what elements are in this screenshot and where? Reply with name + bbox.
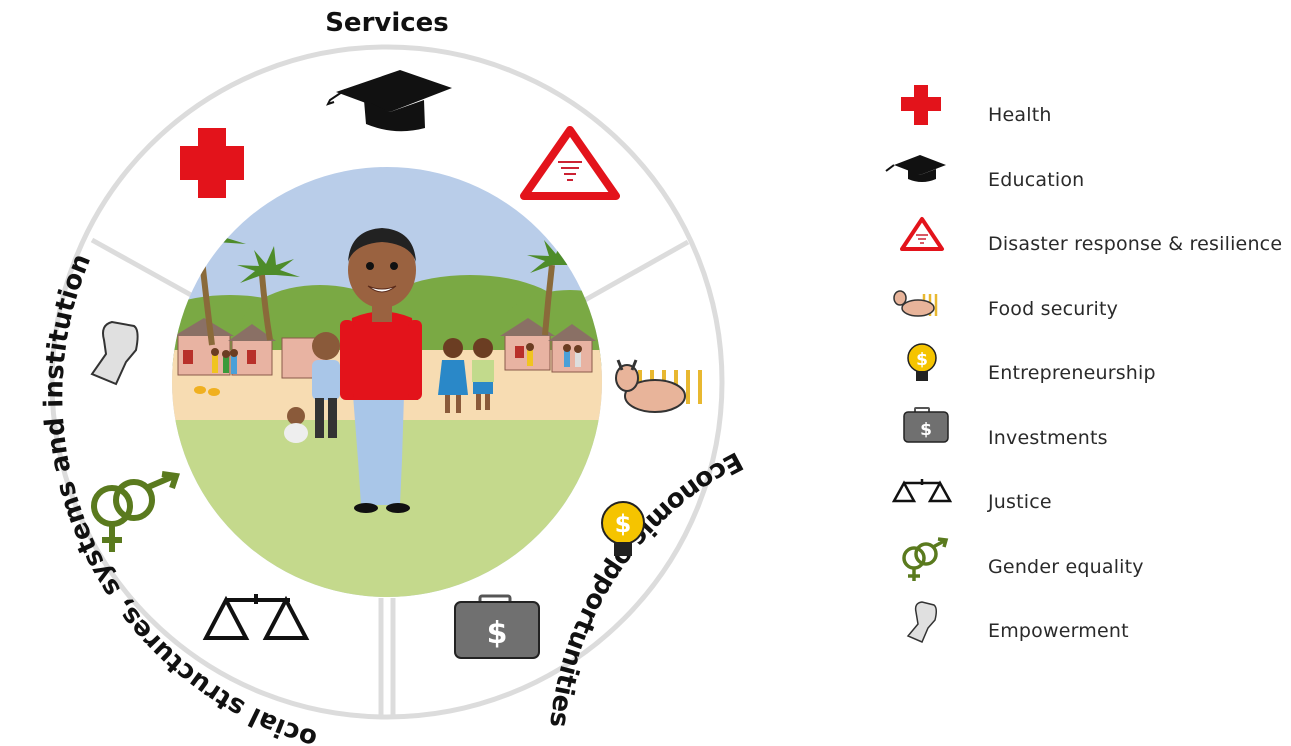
legend-item-investments: $ Investments — [880, 405, 1285, 470]
gender-symbols-icon — [902, 536, 949, 581]
legend-item-empowerment: Empowerment — [880, 598, 1285, 663]
disaster-warning-icon — [520, 126, 620, 200]
legend-label: Food security — [988, 297, 1119, 320]
village-scene — [172, 167, 602, 597]
money-briefcase-icon: $ — [454, 594, 540, 659]
legend-item-education: Education — [880, 147, 1285, 212]
graduation-cap-icon — [885, 154, 946, 182]
legend-item-disaster: Disaster response & resilience — [880, 211, 1285, 276]
scales-icon — [891, 479, 952, 503]
impact-ring-diagram: Services Social structures, systems and … — [0, 0, 747, 746]
segment-label-services: Services — [325, 8, 449, 38]
health-cross-icon — [901, 85, 941, 125]
lightbulb-dollar-icon: $ — [601, 501, 645, 556]
svg-text:$: $ — [920, 420, 932, 440]
legend-label: Education — [988, 168, 1085, 191]
raised-fist-icon — [90, 320, 139, 386]
health-cross-icon — [180, 128, 244, 198]
legend: Health Education Disaster response & res… — [880, 82, 1285, 663]
cow-and-wheat-icon — [615, 359, 702, 413]
legend-label: Investments — [988, 426, 1108, 449]
outer-ring — [49, 44, 725, 720]
graduation-cap-icon — [326, 70, 452, 132]
cow-and-wheat-icon — [893, 289, 938, 317]
lightbulb-dollar-icon: $ — [907, 343, 937, 381]
svg-text:$: $ — [487, 616, 508, 651]
legend-label: Empowerment — [988, 620, 1129, 642]
legend-item-food-security: Food security — [880, 276, 1285, 341]
svg-text:$: $ — [916, 350, 928, 370]
legend-item-health: Health — [880, 82, 1285, 147]
gender-symbols-icon — [91, 471, 180, 552]
legend-label: Gender equality — [988, 555, 1144, 578]
disaster-warning-icon — [900, 217, 944, 251]
legend-item-justice: Justice — [880, 469, 1285, 534]
scales-icon — [202, 594, 310, 640]
money-briefcase-icon: $ — [903, 406, 949, 443]
legend-item-gender-equality: Gender equality — [880, 534, 1285, 599]
legend-item-entrepreneurship: $ Entrepreneurship — [880, 340, 1285, 405]
woman-figure — [340, 228, 422, 513]
svg-text:$: $ — [615, 510, 632, 538]
raised-fist-icon — [906, 601, 938, 643]
legend-label: Justice — [988, 491, 1052, 513]
legend-label: Health — [988, 104, 1052, 126]
legend-label: Disaster response & resilience — [988, 233, 1283, 255]
legend-label: Entrepreneurship — [988, 362, 1156, 384]
